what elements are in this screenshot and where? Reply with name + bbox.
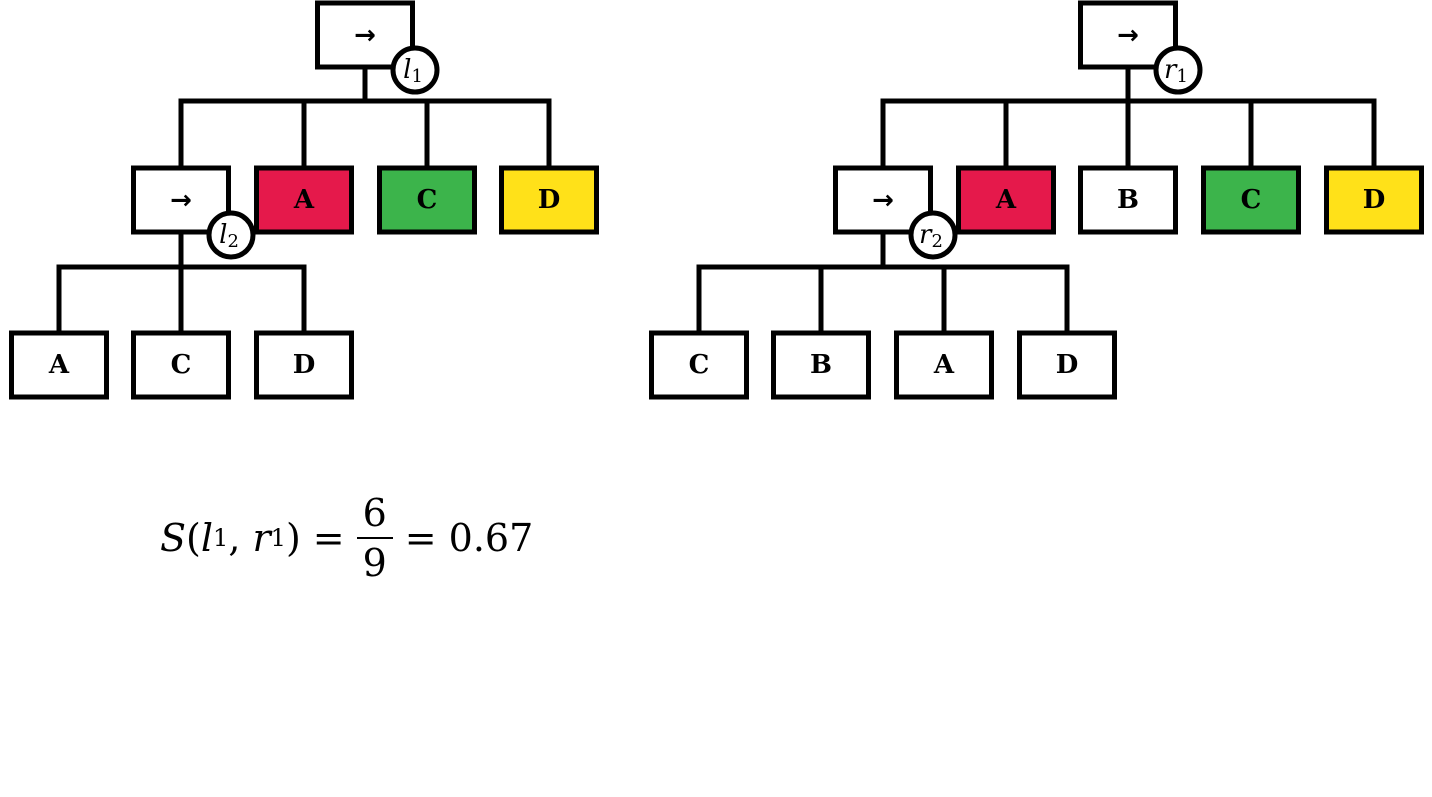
right-tree-root-operator-label: →	[1117, 21, 1139, 51]
formula-result: 0.67	[448, 516, 534, 560]
right-tree-level1-node-c-label: C	[1241, 185, 1262, 215]
right-tree-level1-node-b-label: B	[1117, 185, 1139, 215]
left-tree-level2-node-a-box	[9, 330, 109, 400]
left-tree-level1-node-d: D	[499, 165, 599, 235]
right-tree-level2-node-a: A	[894, 330, 994, 400]
left-tree-child-edges	[56, 229, 307, 336]
right-tree-level2-node-b-label: B	[810, 350, 832, 380]
right-tree-level2-node-c-box	[649, 330, 749, 400]
right-tree-child-edges	[696, 229, 1070, 336]
right-tree-child-tag-subscript: 2	[931, 231, 942, 252]
left-tree-child-tag-letter: l	[219, 220, 227, 250]
right-tree-child-tag: r2	[908, 210, 958, 260]
right-tree-level2-node-c-label: C	[689, 350, 710, 380]
right-tree-child-tag-circle	[908, 210, 958, 260]
left-tree-root-tag-letter: l	[403, 55, 411, 85]
left-tree-level2-node-a: A	[9, 330, 109, 400]
formula-denominator: 9	[362, 541, 387, 585]
left-tree-root-operator-box	[315, 0, 415, 70]
formula-function: S	[160, 516, 187, 560]
left-tree-child-tag-text: l2	[219, 220, 239, 252]
left-tree-level2-node-d-label: D	[293, 350, 316, 380]
right-tree-level2-node-d-box	[1017, 330, 1117, 400]
formula-fraction: 6 9	[356, 491, 393, 585]
left-tree-root-tag-text: l1	[403, 55, 423, 87]
left-tree-level1-node-d-box	[499, 165, 599, 235]
right-tree-level2-node-a-label: A	[933, 350, 955, 380]
right-tree-level1-node-b: B	[1078, 165, 1178, 235]
formula-open-paren: (	[186, 516, 201, 560]
left-tree-level1-node-d-label: D	[538, 185, 561, 215]
left-tree-child-tag: l2	[206, 210, 256, 260]
formula-numerator: 6	[362, 491, 387, 535]
left-tree-root-edges	[178, 64, 552, 171]
formula-arg2-letter: r	[252, 516, 271, 560]
formula-arg1-sub: 1	[213, 524, 229, 552]
left-tree-level2-node-a-label: A	[48, 350, 70, 380]
left-tree-child-tag-circle	[206, 210, 256, 260]
right-tree-level2-node-d: D	[1017, 330, 1117, 400]
left-tree-root-operator: →	[315, 0, 415, 70]
right-tree-level1-node-a-label: A	[995, 185, 1017, 215]
right-tree-root-tag-letter: r	[1164, 55, 1178, 85]
left-tree-root-operator-label: →	[354, 21, 376, 51]
right-tree-level1-node-a: A	[956, 165, 1056, 235]
right-tree-child-tag-text: r2	[919, 220, 943, 252]
formula-equals-2: =	[404, 516, 437, 560]
right-tree-level1-node-d-label: D	[1363, 185, 1386, 215]
formula-comma: ,	[228, 516, 253, 560]
left-tree-root-tag-circle	[390, 45, 440, 95]
left-tree-level2-node-c-box	[131, 330, 231, 400]
left-tree-level2-node-d: D	[254, 330, 354, 400]
right-tree-root-tag-subscript: 1	[1176, 66, 1187, 87]
right-tree-level2-node-b: B	[771, 330, 871, 400]
left-tree-level2-node-c: C	[131, 330, 231, 400]
left-tree-level2-node-d-box	[254, 330, 354, 400]
left-tree-level1-node-c: C	[377, 165, 477, 235]
left-tree-level1-node-a-label: A	[293, 185, 315, 215]
left-tree-child-operator-label: →	[170, 186, 192, 216]
right-tree-root-edges	[880, 64, 1377, 171]
left-tree-root-tag: l1	[390, 45, 440, 95]
right-tree-level1-node-d: D	[1324, 165, 1424, 235]
left-tree-level1-node-a-box	[254, 165, 354, 235]
formula-arg2-sub: 1	[270, 524, 286, 552]
right-tree-level1-node-a-box	[956, 165, 1056, 235]
right-tree-root-tag-circle	[1153, 45, 1203, 95]
formula-fraction-bar	[356, 537, 393, 539]
formula-equals-1: =	[312, 516, 345, 560]
left-tree-root-tag-subscript: 1	[411, 66, 422, 87]
right-tree-child-tag-letter: r	[919, 220, 933, 250]
right-tree-level1-node-c: C	[1201, 165, 1301, 235]
right-tree-child-operator-label: →	[872, 186, 894, 216]
left-tree-level1-node-a: A	[254, 165, 354, 235]
left-tree-level1-node-c-box	[377, 165, 477, 235]
right-tree-level2-node-c: C	[649, 330, 749, 400]
right-tree-level2-node-a-box	[894, 330, 994, 400]
right-tree-level1-node-d-box	[1324, 165, 1424, 235]
formula-close-paren: )	[285, 516, 301, 560]
left-tree-child-tag-subscript: 2	[227, 231, 238, 252]
formula-arg1-letter: l	[200, 516, 214, 560]
right-tree-level1-node-b-box	[1078, 165, 1178, 235]
left-tree-level1-node-c-label: C	[417, 185, 438, 215]
right-tree-level2-node-b-box	[771, 330, 871, 400]
right-tree-level1-node-c-box	[1201, 165, 1301, 235]
right-tree-root-tag: r1	[1153, 45, 1203, 95]
left-tree-level2-node-c-label: C	[171, 350, 192, 380]
right-tree-level2-node-d-label: D	[1056, 350, 1079, 380]
right-tree-root-tag-text: r1	[1164, 55, 1188, 87]
